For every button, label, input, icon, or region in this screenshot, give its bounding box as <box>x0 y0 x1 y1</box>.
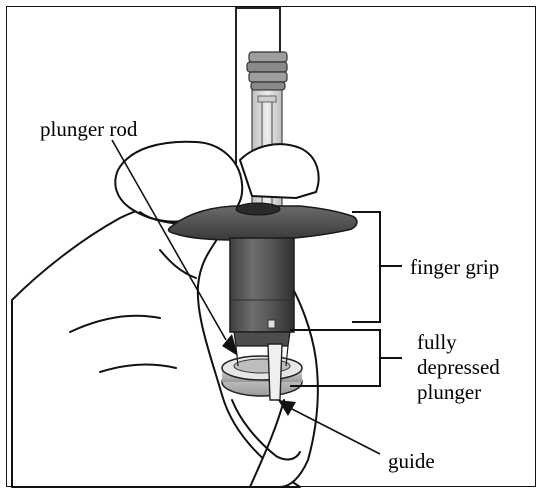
guide-label: guide <box>388 448 435 474</box>
fully-depressed-plunger-label: fully depressed plunger <box>417 330 500 405</box>
finger-grip-label: finger grip <box>410 254 499 280</box>
fully-depressed-line-3: plunger <box>417 380 500 405</box>
barrel-shape <box>230 238 294 346</box>
plunger-rod-label: plunger rod <box>40 116 137 142</box>
fully-depressed-line-2: depressed <box>417 355 500 380</box>
finger-grip-bracket <box>352 212 402 322</box>
plunger-head <box>247 52 287 90</box>
fully-depressed-line-1: fully <box>417 330 500 355</box>
